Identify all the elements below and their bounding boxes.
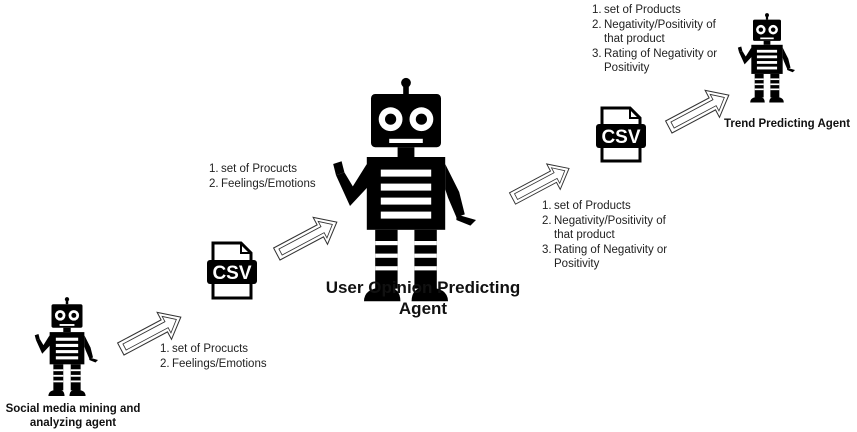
social-output-list: 1.set of Procucts 2.Feelings/Emotions — [160, 343, 267, 370]
list-item: Rating of Negativity or — [554, 243, 668, 256]
list-item: Rating of Negativity or — [604, 47, 718, 60]
opinion-output-list: 1.set of Products 2.Negativity/Positivit… — [542, 200, 668, 270]
list-item: Negativity/Positivity of — [604, 18, 716, 31]
list-item: set of Procucts — [172, 343, 249, 355]
list-item: Negativity/Positivity of — [554, 214, 666, 227]
user-opinion-agent-label: User Opinion Predicting Agent — [325, 278, 521, 318]
user-opinion-agent-robot-icon — [333, 77, 476, 302]
list-item-continued: that product — [554, 229, 615, 241]
csv-text-1: CSV — [212, 263, 251, 284]
list-item: set of Products — [604, 4, 681, 16]
opinion-input-list: 1.set of Procucts 2.Feelings/Emotions — [209, 163, 316, 190]
arrow-csv-to-opinion — [269, 208, 345, 269]
list-item-continued: Positivity — [554, 258, 600, 270]
list-item: Feelings/Emotions — [172, 357, 267, 370]
csv-file-icon-2: CSV — [596, 106, 646, 163]
csv-file-icon-1: CSV — [207, 241, 257, 300]
list-item: set of Products — [554, 200, 631, 212]
csv-text-2: CSV — [601, 127, 640, 148]
trend-agent-label: Trend Predicting Agent — [723, 118, 851, 130]
list-item-continued: Positivity — [604, 62, 650, 74]
social-media-agent-robot-icon — [34, 297, 98, 396]
trend-input-list: 1.set of Products 2.Negativity/Positivit… — [592, 4, 718, 74]
list-item: set of Procucts — [221, 163, 298, 175]
list-item: Feelings/Emotions — [221, 177, 316, 190]
list-item-continued: that product — [604, 33, 665, 45]
social-media-agent-label: Social media mining and analyzing agent — [5, 403, 141, 429]
trend-agent-robot-icon — [737, 13, 795, 103]
arrow-csv-to-trend — [661, 81, 737, 142]
